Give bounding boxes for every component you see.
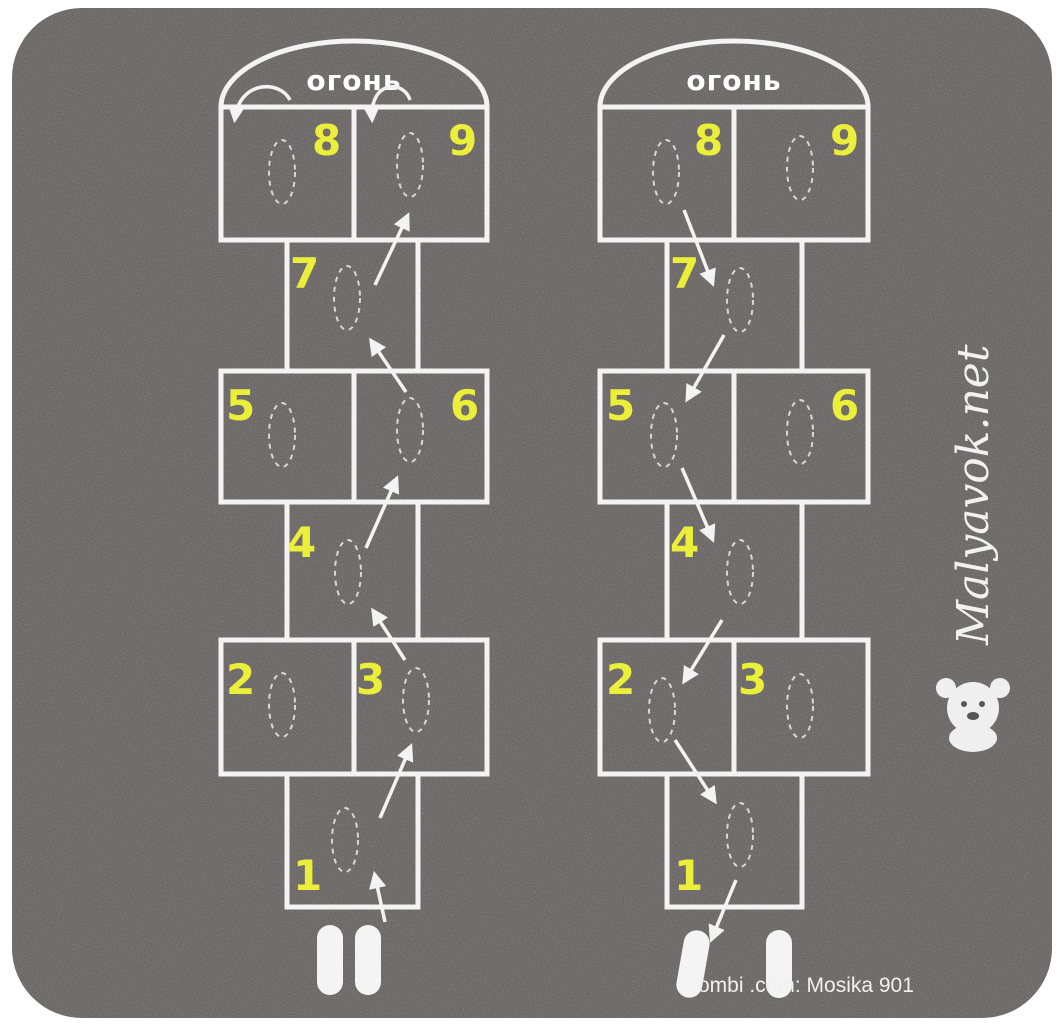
cell-number-1: 1 — [293, 851, 322, 900]
cell-number-9: 9 — [448, 116, 477, 165]
cell-number-4: 4 — [287, 518, 316, 567]
cell-number-9: 9 — [830, 116, 859, 165]
cell-number-6: 6 — [830, 381, 859, 430]
cell-number-2: 2 — [606, 655, 635, 704]
cell-number-8: 8 — [312, 116, 341, 165]
cell-number-5: 5 — [226, 381, 255, 430]
fire-label: огонь — [306, 64, 401, 97]
watermark-text: Malyavok.net — [948, 344, 999, 646]
cell-number-8: 8 — [694, 116, 723, 165]
cell-number-5: 5 — [606, 381, 635, 430]
fire-label: огонь — [686, 64, 781, 97]
cell-number-7: 7 — [670, 249, 699, 298]
cell-number-3: 3 — [738, 655, 767, 704]
cell-number-3: 3 — [356, 655, 385, 704]
cell-number-6: 6 — [450, 381, 479, 430]
credit-text: ombi .com: Mosika 901 — [698, 974, 914, 997]
cell-number-2: 2 — [226, 655, 255, 704]
cell-number-1: 1 — [674, 851, 703, 900]
cell-number-4: 4 — [670, 518, 699, 567]
cell-number-7: 7 — [290, 249, 319, 298]
